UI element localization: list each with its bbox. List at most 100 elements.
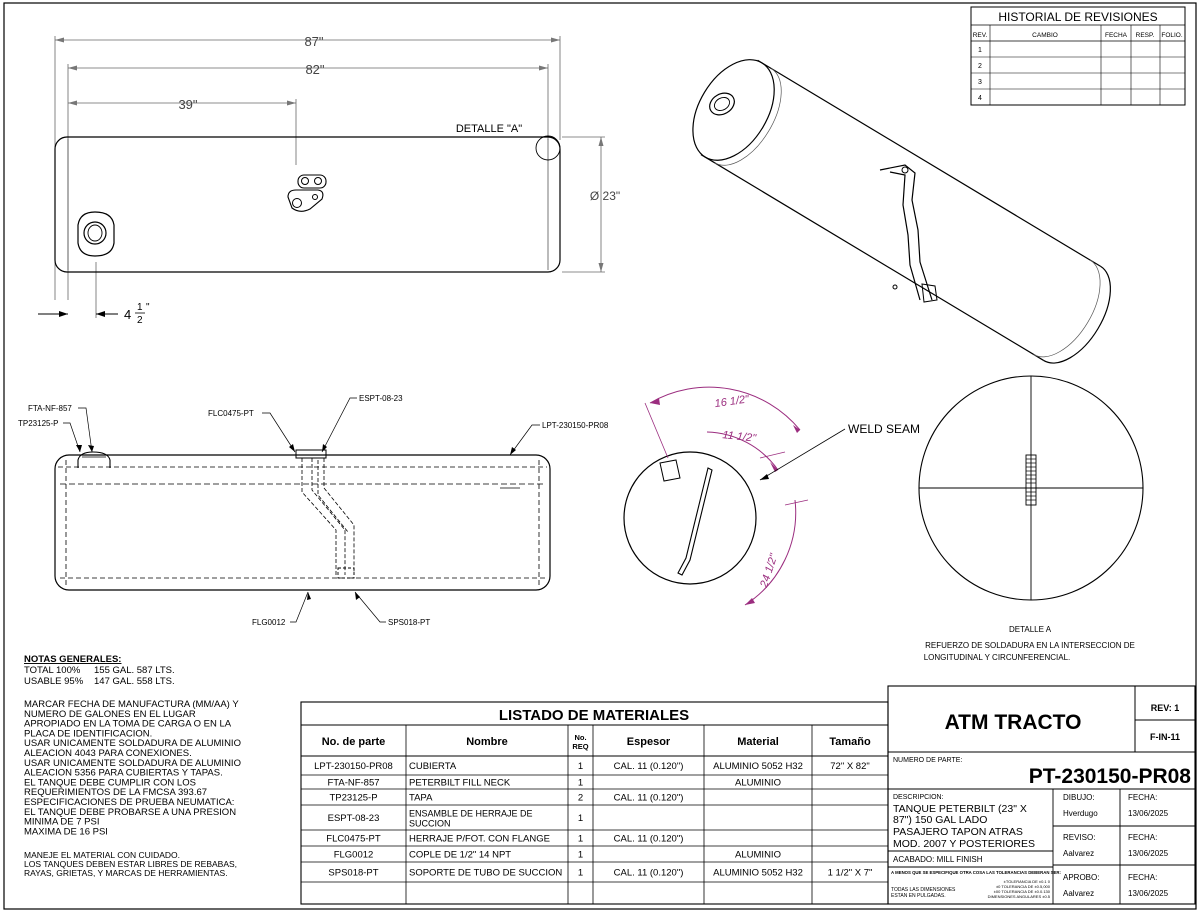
detail-a-line2: LONGITUDINAL Y CIRCUNFERENCIAL. [924, 653, 1071, 662]
detail-a-title: DETALLE A [1009, 625, 1052, 634]
notes-line: ALEACION 4043 PARA CONEXIONES. [24, 748, 192, 759]
dim-39: 39" [178, 97, 197, 112]
notes-usable-label: USABLE 95% [24, 676, 84, 687]
bom-cell: CUBIERTA [409, 761, 457, 772]
bom-header: Tamaño [829, 736, 871, 748]
dim-16-half: 16 1/2" [714, 393, 751, 410]
aprobo-name: Aalvarez [1063, 889, 1094, 898]
bom-cell: HERRAJE P/FOT. CON FLANGE [409, 834, 550, 845]
dibujo-label: DIBUJO: [1063, 793, 1095, 802]
bom-cell: COPLE DE 1/2" 14 NPT [409, 850, 511, 861]
dibujo-fecha: 13/06/2025 [1128, 809, 1169, 818]
dim-82: 82" [305, 62, 324, 77]
reviso-fecha-label: FECHA: [1128, 833, 1157, 842]
callout-tp: TP23125-P [18, 419, 58, 428]
detail-a-label: DETALLE "A" [456, 123, 522, 135]
aprobo-fecha-label: FECHA: [1128, 873, 1157, 882]
weld-seam-label: WELD SEAM [848, 422, 920, 436]
bom-header: Nombre [466, 736, 508, 748]
tolerance-right-3: ±00 TOLERANCIA DE ±0.0.130 [994, 889, 1051, 894]
notes-line: NUMERO DE GALONES EN EL LUGAR [24, 709, 196, 720]
dibujo-fecha-label: FECHA: [1128, 793, 1157, 802]
title-block: ATM TRACTO REV: 1 F-IN-11 NUMERO DE PART… [887, 685, 1196, 905]
sheet-border [3, 2, 1197, 910]
bom-header-noreq-line1: No. [574, 733, 586, 742]
reviso-fecha: 13/06/2025 [1128, 849, 1169, 858]
bom-cell: 1 1/2" X 7" [828, 868, 873, 879]
description-label: DESCRIPCION: [893, 794, 944, 801]
top-view: 87" 82" 39" DETALLE "A" Ø 23" 4 1 2 " [38, 34, 620, 326]
bom-cell: TP23125-P [329, 793, 377, 804]
section-view: FTA-NF-857 TP23125-P FLC0475-PT ESPT-08-… [18, 394, 609, 627]
description-line-3: PASAJERO TAPON ATRAS [893, 826, 1023, 838]
dim-11-half: 11 1/2" [722, 429, 758, 445]
reviso-label: REVISO: [1063, 833, 1095, 842]
bom-cell: 1 [578, 761, 583, 772]
notes-line: ESPECIFICACIONES DE PRUEBA NEUMATICA: [24, 797, 234, 808]
callout-lpt: LPT-230150-PR08 [542, 421, 609, 430]
detail-a-view: DETALLE A REFUERZO DE SOLDADURA EN LA IN… [918, 375, 1144, 662]
bom-cell: LPT-230150-PR08 [314, 761, 393, 772]
notes-usable-value: 147 GAL. 558 LTS. [94, 676, 175, 687]
detail-a-circle [535, 135, 561, 161]
bom-cell: SPS018-PT [328, 868, 378, 879]
dim-offset-num: 1 [137, 302, 143, 313]
bom-cell: 72" X 82" [830, 761, 870, 772]
aprobo-label: APROBO: [1063, 873, 1099, 882]
suction-fitting [287, 174, 327, 212]
bom-cell: TAPA [409, 793, 433, 804]
dibujo-name: Hverdugo [1063, 809, 1098, 818]
bom-cell: CAL. 11 (0.120") [614, 761, 684, 772]
bom-cell: FLC0475-PT [326, 834, 381, 845]
bom-cell: ESPT-08-23 [328, 813, 380, 824]
aprobo-fecha: 13/06/2025 [1128, 889, 1169, 898]
callout-fta: FTA-NF-857 [28, 404, 72, 413]
bom-cell: ALUMINIO 5052 H32 [713, 761, 803, 772]
callout-sps: SPS018-PT [388, 618, 430, 627]
notes-line: EL TANQUE DEBE PROBARSE A UNA PRESION [24, 807, 236, 818]
rev-header-resp: RESP. [1136, 32, 1155, 39]
dim-offset-den: 2 [137, 315, 143, 326]
bom-header: Material [737, 736, 779, 748]
notes-line: LOS TANQUES DEBEN ESTAR LIBRES DE REBABA… [24, 859, 237, 869]
bom-header: Espesor [627, 736, 671, 748]
form-number: F-IN-11 [1150, 732, 1180, 742]
description-line-2: 87") 150 GAL LADO [893, 814, 987, 826]
isometric-view [692, 59, 1111, 364]
rev-header-folio: FOLIO. [1161, 32, 1183, 39]
notes-line: MANEJE EL MATERIAL CON CUIDADO. [24, 850, 180, 860]
description-line-4: MOD. 2007 Y POSTERIORES [893, 838, 1035, 850]
bom-cell: PETERBILT FILL NECK [409, 778, 511, 789]
notes-total-label: TOTAL 100% [24, 665, 81, 676]
bom-cell: ENSAMBLE DE HERRAJE DE [409, 809, 533, 819]
callout-flc: FLC0475-PT [208, 409, 254, 418]
bom-cell: SOPORTE DE TUBO DE SUCCION [409, 868, 562, 879]
notes-line: EL TANQUE DEBE CUMPLIR CON LOS [24, 777, 196, 788]
notes-total-value: 155 GAL. 587 LTS. [94, 665, 175, 676]
tank-body-top [54, 136, 561, 273]
bom-header-noreq-line2: REQ [572, 742, 588, 751]
bom-cell: ALUMINIO [735, 778, 781, 789]
bom-cell: SUCCION [409, 819, 451, 829]
bom-cell: CAL. 11 (0.120") [614, 834, 684, 845]
general-notes: NOTAS GENERALES: TOTAL 100% 155 GAL. 587… [24, 654, 241, 878]
rev-row-3: 3 [978, 79, 982, 86]
rev-header-fecha: FECHA [1105, 32, 1128, 39]
bom-cell: 1 [578, 834, 583, 845]
dim-diameter: Ø 23" [590, 189, 620, 203]
notes-paragraph-2: MANEJE EL MATERIAL CON CUIDADO.LOS TANQU… [24, 850, 237, 878]
tolerance-left-1: TODAS LAS DIMENSIONES [891, 887, 956, 893]
notes-line: PLACA DE IDENTIFICACION. [24, 728, 152, 739]
dim-24-half: 24 1/2" [758, 551, 781, 590]
part-number-label: NUMERO DE PARTE: [893, 757, 962, 764]
finish-label: ACABADO: MILL FINISH [893, 855, 983, 864]
notes-line: MINIMA DE 7 PSI [24, 817, 100, 828]
bom-cell: ALUMINIO 5052 H32 [713, 868, 803, 879]
bom-cell: 1 [578, 813, 583, 824]
part-number: PT-230150-PR08 [1029, 765, 1192, 788]
reviso-name: Aalvarez [1063, 849, 1094, 858]
bom-cell: 1 [578, 778, 583, 789]
